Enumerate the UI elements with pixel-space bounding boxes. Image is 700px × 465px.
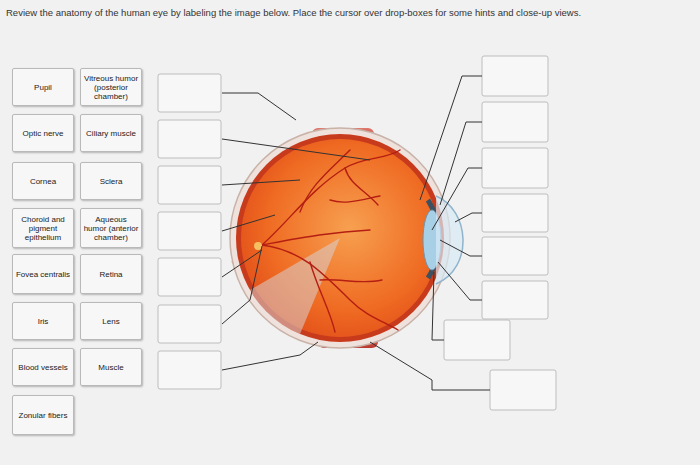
label-text: Ciliary muscle [86, 129, 136, 138]
leader-line [222, 76, 490, 390]
label-text: Cornea [30, 177, 56, 186]
label-tile: Retina [80, 254, 142, 294]
label-text: Sclera [100, 177, 123, 186]
label-text: Fovea centralis [16, 270, 70, 279]
label-tile: Fovea centralis [12, 254, 74, 294]
label-text: Zonular fibers [19, 411, 68, 420]
label-text: Blood vessels [18, 363, 67, 372]
label-tile: Aqueous humor (anterior chamber) [80, 208, 142, 248]
drop-box [158, 56, 556, 410]
label-tile: Optic nerve [12, 114, 74, 152]
label-tile: Lens [80, 302, 142, 340]
label-text: Optic nerve [23, 129, 64, 138]
label-tile: Muscle [80, 348, 142, 386]
label-tile: Ciliary muscle [80, 114, 142, 152]
sclera [230, 128, 450, 348]
label-tile: Pupil [12, 68, 74, 106]
label-tile: Sclera [80, 162, 142, 200]
instructions: Review the anatomy of the human eye by l… [6, 7, 686, 19]
label-text: Aqueous humor (anterior chamber) [83, 215, 139, 242]
blood-vessels [262, 150, 400, 332]
label-tile: Vitreous humor (posterior chamber) [80, 68, 142, 106]
label-tile: Iris [12, 302, 74, 340]
choroid [236, 134, 444, 342]
fovea [254, 242, 262, 250]
label-tile: Blood vessels [12, 348, 74, 386]
label-tile: Choroid and pigment epithelium [12, 208, 74, 248]
label-text: Iris [38, 317, 49, 326]
label-text: Vitreous humor (posterior chamber) [83, 74, 139, 101]
label-text: Lens [102, 317, 119, 326]
vitreous-humor [241, 139, 439, 337]
label-tile: Cornea [12, 162, 74, 200]
label-text: Muscle [98, 363, 123, 372]
label-text: Pupil [34, 83, 52, 92]
label-text: Choroid and pigment epithelium [15, 215, 71, 242]
label-text: Retina [99, 270, 122, 279]
label-tile: Zonular fibers [12, 395, 74, 435]
cutaway [250, 238, 340, 334]
